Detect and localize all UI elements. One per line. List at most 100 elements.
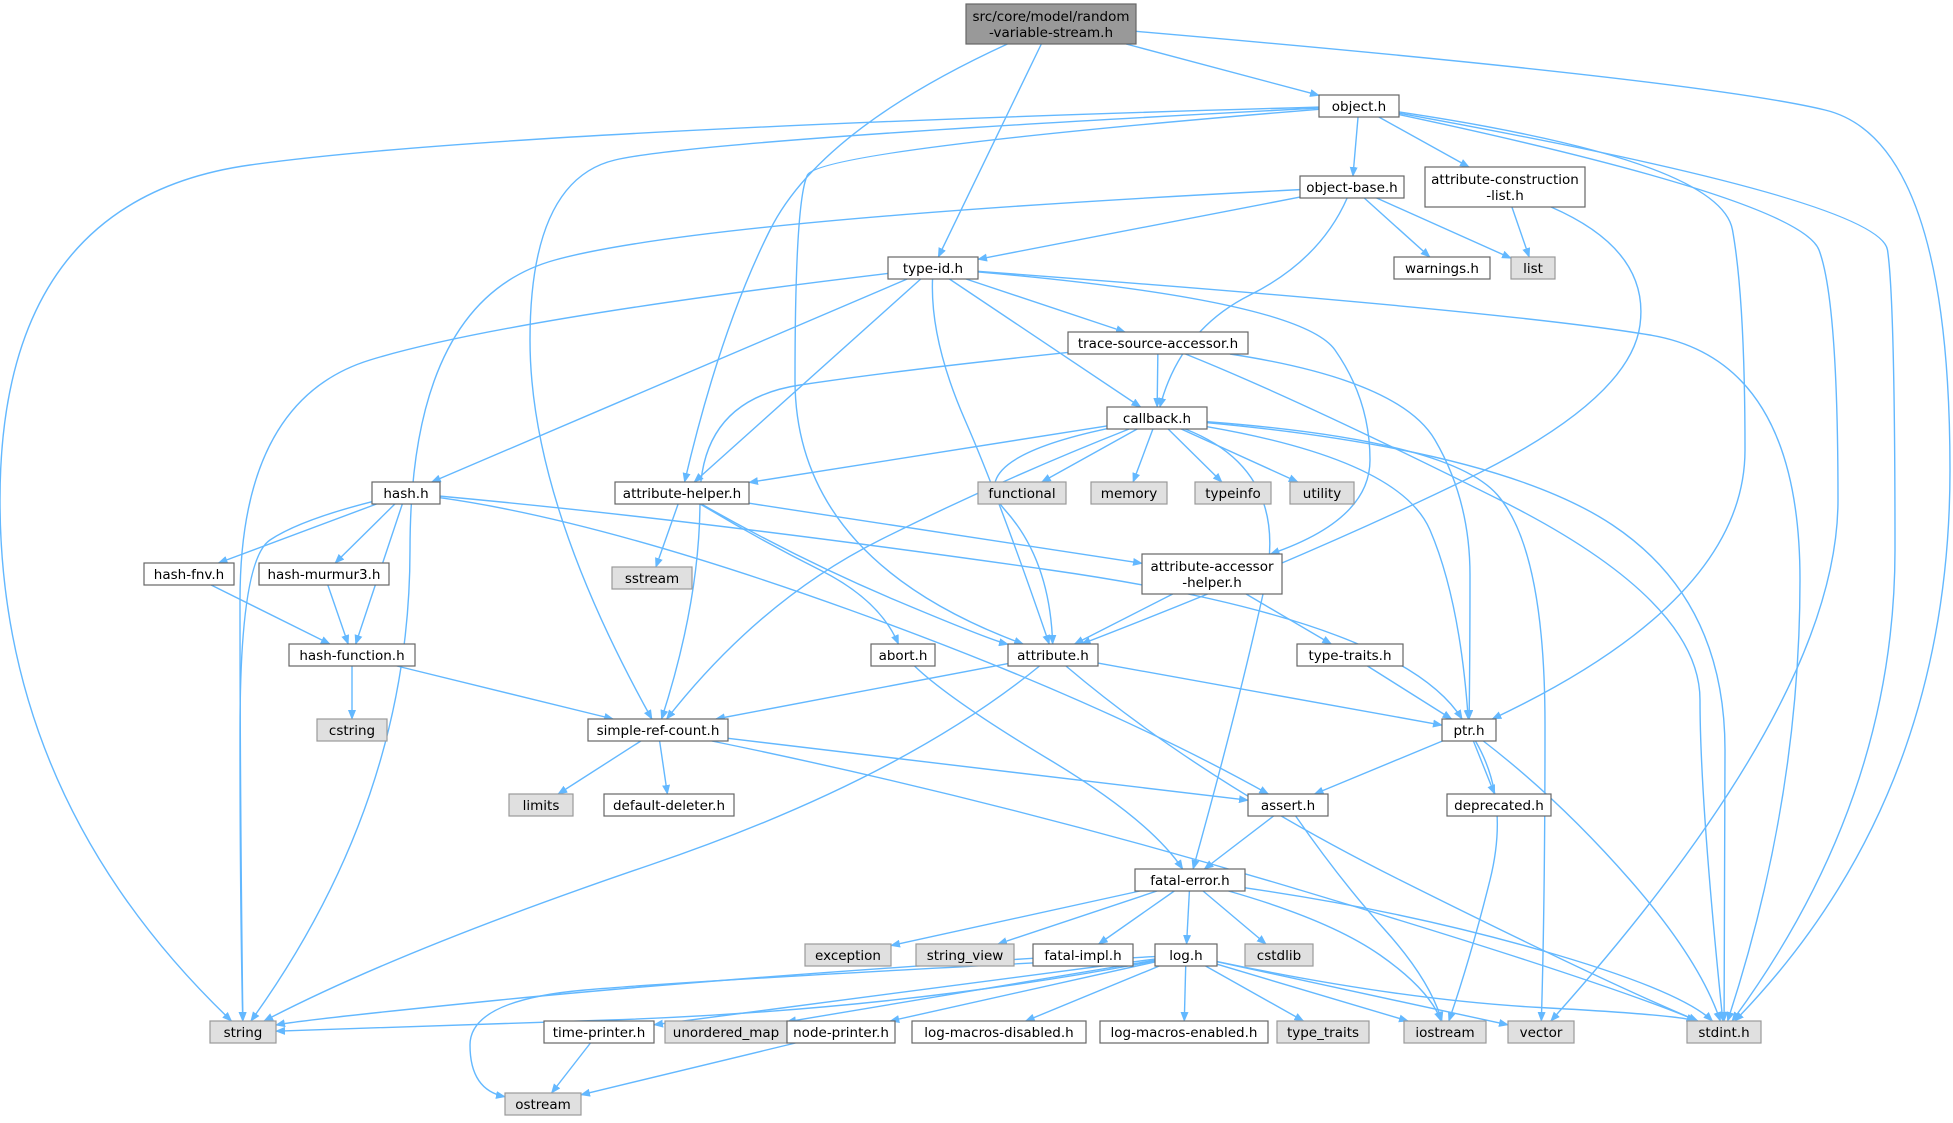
edge-ptr-to-stdint [1482, 740, 1722, 1022]
edge-log-to-log-macros-disabled [1024, 965, 1160, 1022]
node-box [543, 1020, 655, 1044]
node-box [587, 718, 729, 742]
node-type-id[interactable]: type-id.h [887, 256, 979, 280]
edge-ptr-to-iostream [1447, 740, 1499, 1022]
node-label: utility [1303, 486, 1341, 502]
edge-abort-to-fatal-error [914, 665, 1184, 870]
node-trace-source[interactable]: trace-source-accessor.h [1067, 331, 1249, 355]
node-deprecated[interactable]: deprecated.h [1446, 793, 1552, 817]
edge-callback-to-simple-ref-count [666, 428, 1130, 720]
node-simple-ref-count[interactable]: simple-ref-count.h [587, 718, 729, 742]
node-label: exception [815, 948, 881, 964]
node-box [915, 943, 1015, 967]
edge-fatal-error-to-log [1183, 890, 1192, 945]
edge-callback-to-typeinfo [1167, 428, 1223, 483]
edge-trace-source-to-ptr [1229, 353, 1474, 720]
node-abort[interactable]: abort.h [870, 643, 936, 667]
edge-hash-function-to-simple-ref-count [396, 665, 615, 721]
node-node-printer[interactable]: node-printer.h [786, 1020, 896, 1044]
node-attr-construction[interactable]: attribute-construction-list.h [1424, 166, 1586, 208]
node-attribute[interactable]: attribute.h [1007, 643, 1099, 667]
edge-fatal-error-to-fatal-impl [1097, 890, 1175, 945]
node-string-view: string_view [915, 943, 1015, 967]
node-fatal-impl[interactable]: fatal-impl.h [1032, 943, 1134, 967]
node-ptr[interactable]: ptr.h [1441, 718, 1497, 742]
node-exception: exception [804, 943, 892, 967]
node-iostream: iostream [1403, 1020, 1487, 1044]
node-warnings[interactable]: warnings.h [1393, 256, 1491, 280]
node-log-macros-enabled[interactable]: log-macros-enabled.h [1099, 1020, 1269, 1044]
node-sstream: sstream [611, 566, 693, 590]
node-box [1686, 1020, 1762, 1044]
edge-hash-fnv-to-hash-function [210, 584, 331, 645]
node-functional: functional [977, 481, 1067, 505]
edge-attribute-to-stdint [1065, 665, 1699, 1022]
node-box [258, 562, 390, 586]
edge-object-base-to-warnings [1363, 197, 1431, 258]
node-box [603, 793, 735, 817]
node-default-deleter[interactable]: default-deleter.h [603, 793, 735, 817]
edge-simple-ref-count-to-limits [557, 740, 642, 795]
node-cstdlib: cstdlib [1244, 943, 1314, 967]
node-box [1296, 643, 1404, 667]
node-box [288, 643, 416, 667]
node-box [870, 643, 936, 667]
node-hash[interactable]: hash.h [371, 481, 441, 505]
node-object-base[interactable]: object-base.h [1299, 175, 1405, 199]
node-hash-murmur3[interactable]: hash-murmur3.h [258, 562, 390, 586]
dependency-nodes: src/core/model/random-variable-stream.ho… [143, 3, 1762, 1116]
edge-callback-to-attribute [993, 427, 1108, 645]
edge-attr-accessor-to-type-traits-h [1245, 593, 1333, 645]
edge-attr-accessor-to-attribute [1073, 593, 1174, 645]
node-box [1141, 553, 1283, 595]
node-label: log-macros-disabled.h [924, 1025, 1073, 1041]
node-label: simple-ref-count.h [597, 723, 720, 739]
node-box [786, 1020, 896, 1044]
node-box [1441, 718, 1497, 742]
edge-ptr-to-deprecated [1472, 740, 1496, 795]
node-label: default-deleter.h [613, 798, 725, 814]
node-box [508, 793, 574, 817]
node-object[interactable]: object.h [1318, 94, 1400, 118]
node-label: type-traits.h [1308, 648, 1391, 664]
edge-object-base-to-callback [1158, 197, 1348, 408]
node-type-traits-h[interactable]: type-traits.h [1296, 643, 1404, 667]
node-limits: limits [508, 793, 574, 817]
node-assert[interactable]: assert.h [1247, 793, 1329, 817]
edge-type-id-to-trace-source [965, 278, 1126, 333]
edge-type-id-to-attr-accessor [977, 271, 1371, 555]
dependency-edges [0, 30, 1951, 1099]
node-time-printer[interactable]: time-printer.h [543, 1020, 655, 1044]
edge-simple-ref-count-to-assert [727, 737, 1249, 804]
node-label: ostream [515, 1097, 571, 1113]
node-box [804, 943, 892, 967]
edge-root-to-type-id [937, 43, 1042, 258]
node-box [209, 1020, 277, 1044]
node-label: -list.h [1486, 188, 1524, 204]
edge-hash-to-assert [439, 497, 1270, 795]
edge-type-id-to-callback [949, 278, 1142, 408]
node-label: hash-function.h [299, 648, 404, 664]
edge-object-to-object-base [1349, 116, 1359, 177]
node-label: deprecated.h [1454, 798, 1544, 814]
node-vector: vector [1507, 1020, 1575, 1044]
node-box [1299, 175, 1405, 199]
node-callback[interactable]: callback.h [1106, 406, 1208, 430]
node-fatal-error[interactable]: fatal-error.h [1134, 868, 1246, 892]
node-log-macros-disabled[interactable]: log-macros-disabled.h [911, 1020, 1087, 1044]
node-log[interactable]: log.h [1154, 943, 1218, 967]
node-attribute-helper[interactable]: attribute-helper.h [614, 481, 750, 505]
node-hash-fnv[interactable]: hash-fnv.h [143, 562, 235, 586]
edge-fatal-error-to-stdint [1244, 887, 1714, 1022]
node-label: -helper.h [1182, 575, 1242, 591]
edge-object-to-simple-ref-count [529, 107, 1320, 720]
node-attr-accessor[interactable]: attribute-accessor-helper.h [1141, 553, 1283, 595]
edge-root-to-stdint [1135, 30, 1951, 1022]
node-box [504, 1092, 582, 1116]
node-cstring: cstring [316, 718, 388, 742]
edge-simple-ref-count-to-default-deleter [658, 740, 671, 795]
node-label: src/core/model/random [973, 9, 1130, 25]
node-box [1424, 166, 1586, 208]
edge-callback-to-stdint [1206, 421, 1729, 1022]
node-hash-function[interactable]: hash-function.h [288, 643, 416, 667]
